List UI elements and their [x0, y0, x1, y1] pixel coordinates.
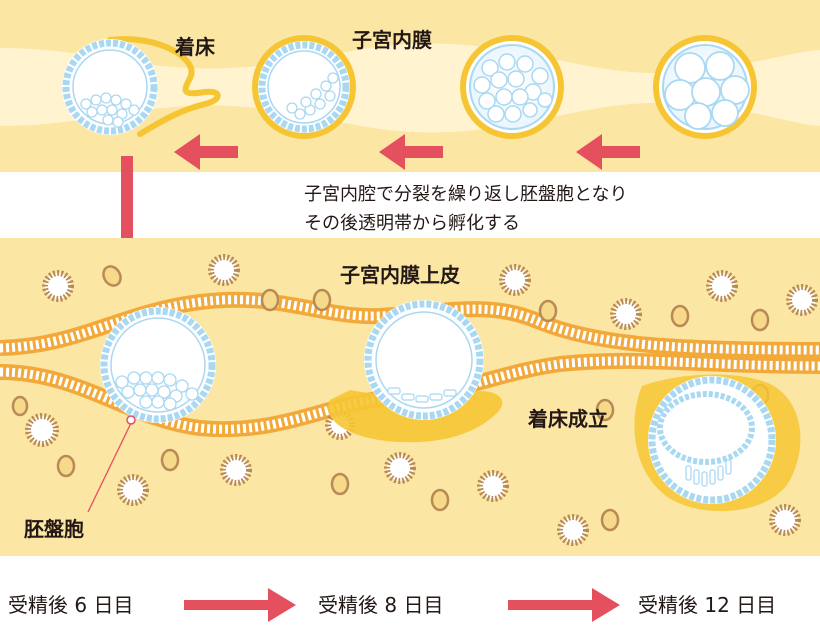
- blastocyst-attaching: [328, 300, 503, 443]
- top-progress-arrows: [174, 134, 640, 170]
- top-panel: 着床 子宮内膜: [0, 0, 820, 172]
- timeline: 受精後 6 日目 受精後 8 日目 受精後 12 日目: [8, 588, 776, 622]
- description-line-1: 子宮内腔で分裂を繰り返し胚盤胞となり: [304, 184, 627, 205]
- arrow-right-icon: [508, 588, 620, 622]
- timeline-day12: 受精後 12 日目: [638, 593, 776, 617]
- label-endometrium: 子宮内膜: [352, 28, 432, 52]
- blastocyst-pointer-dot: [126, 415, 136, 425]
- blastocyst-in-lumen: [87, 307, 216, 513]
- embryo-compact-morula: [460, 35, 564, 139]
- embryo-hatching: [62, 36, 221, 137]
- label-implantation-top: 着床: [174, 35, 216, 59]
- label-implantation-complete: 着床成立: [527, 407, 608, 431]
- embryo-morula: [653, 35, 757, 139]
- bottom-panel: 子宮内膜上皮 着床成立 胚盤胞: [0, 238, 820, 556]
- arrow-left-icon: [379, 134, 443, 170]
- embryo-early-blastocyst: [252, 35, 356, 139]
- label-endometrial-epithelium: 子宮内膜上皮: [340, 263, 460, 287]
- arrow-right-icon: [184, 588, 296, 622]
- timeline-day6: 受精後 6 日目: [8, 593, 133, 617]
- description-line-2: その後透明帯から孵化する: [304, 213, 520, 234]
- embryo-implanted: [634, 374, 801, 512]
- blastocyst-pointer-line: [87, 422, 132, 513]
- arrow-left-icon: [576, 134, 640, 170]
- uterine-cavity: [0, 43, 820, 133]
- timeline-day8: 受精後 8 日目: [318, 593, 443, 617]
- label-blastocyst: 胚盤胞: [24, 517, 84, 541]
- arrow-left-icon: [174, 134, 238, 170]
